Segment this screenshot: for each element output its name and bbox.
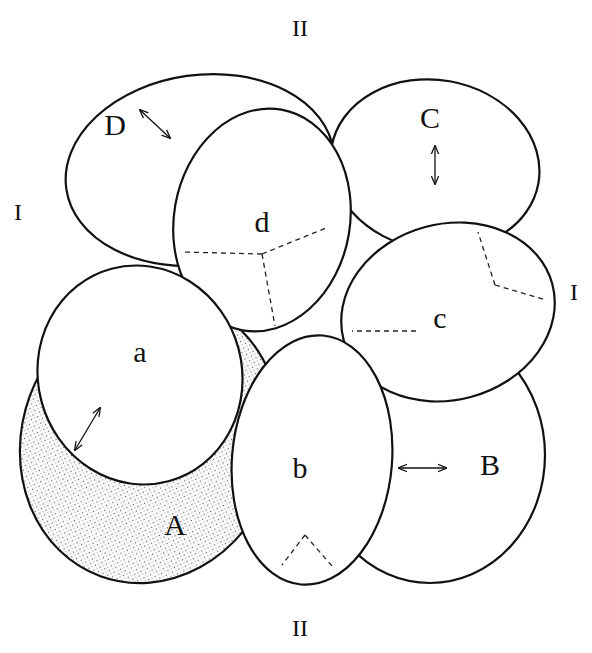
spindle-arrow	[140, 110, 170, 138]
hidden-boundary	[495, 285, 546, 300]
cell-outline	[18, 253, 262, 497]
spindle-arrow	[399, 467, 446, 468]
hidden-boundary	[478, 232, 495, 285]
hidden-boundary	[182, 252, 262, 254]
axis-label: I	[14, 200, 22, 224]
cell-label: D	[104, 110, 126, 140]
axis-label: II	[292, 616, 308, 640]
hidden-boundary	[262, 228, 326, 254]
hidden-boundary	[305, 535, 332, 566]
hidden-boundary	[352, 330, 416, 331]
cell: a	[18, 253, 262, 497]
cell-label: c	[433, 303, 446, 333]
axis-label: II	[292, 16, 308, 40]
cell-label: d	[255, 207, 270, 237]
cell: b	[175, 323, 449, 597]
cell-membrane	[315, 327, 545, 583]
axis-label: I	[570, 280, 578, 304]
cell-label: B	[480, 450, 500, 480]
cell-outline	[175, 323, 449, 597]
cell-label: C	[420, 103, 440, 133]
cell-label: b	[293, 453, 308, 483]
spindle-arrow	[75, 408, 100, 450]
cell-membrane	[0, 260, 320, 620]
cell-label: A	[164, 510, 186, 540]
hidden-boundary	[282, 535, 305, 565]
spindle-arrow	[434, 146, 435, 184]
cell-label: a	[133, 337, 146, 367]
hidden-boundary	[262, 254, 275, 326]
